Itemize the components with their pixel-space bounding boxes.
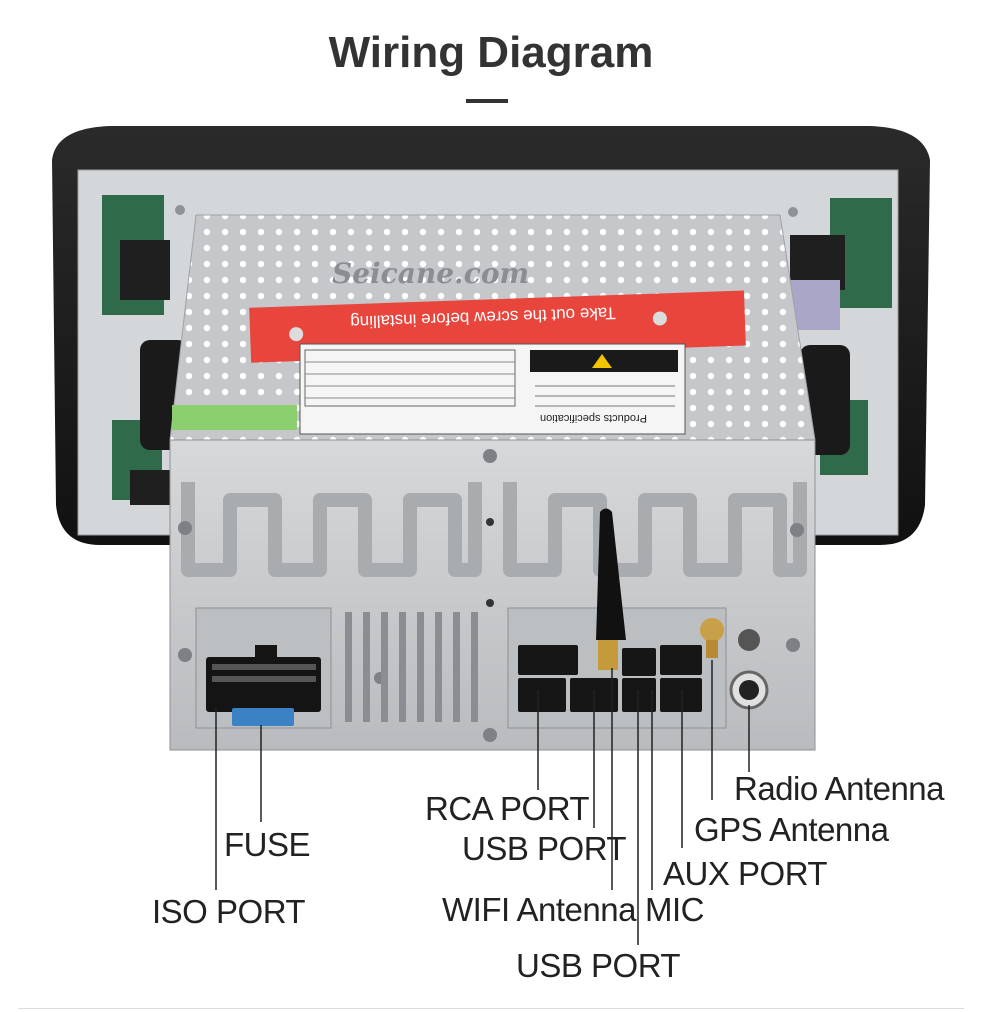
label-gps-antenna: GPS Antenna: [694, 811, 889, 848]
label-wifi-antenna: WIFI Antenna: [442, 891, 636, 928]
bracket-left-top: [120, 240, 170, 300]
spec-label: [299, 343, 686, 435]
label-fuse: FUSE: [224, 826, 311, 863]
radio-antenna-socket: [729, 629, 769, 710]
page-title: Wiring Diagram: [328, 28, 654, 77]
bracket-right-purple: [790, 280, 840, 330]
fuse: [232, 708, 294, 726]
bracket-left-bottom: [130, 470, 170, 505]
wifi-antenna: [596, 508, 626, 670]
multi-port-connectors: [518, 645, 702, 712]
iso-port-connector: [206, 657, 321, 712]
green-strip: [172, 405, 297, 430]
label-rca-port: RCA PORT: [425, 790, 590, 827]
label-aux-port: AUX PORT: [663, 855, 828, 892]
brand-watermark: Seicane.com: [332, 257, 530, 290]
vent-slots: [345, 612, 478, 722]
heatsink-fins: [181, 482, 807, 577]
label-usb-port-1: USB PORT: [462, 830, 627, 867]
gps-antenna-connector: [700, 618, 724, 658]
label-iso-port: ISO PORT: [152, 893, 306, 930]
spec-heading: Products specification: [540, 412, 647, 424]
label-radio-antenna: Radio Antenna: [734, 770, 945, 807]
footer-divider: [18, 1008, 964, 1009]
callout-lines: [215, 660, 750, 945]
label-usb-port-2: USB PORT: [516, 947, 681, 984]
label-mic: MIC: [645, 891, 705, 928]
title-underline: [466, 99, 508, 103]
